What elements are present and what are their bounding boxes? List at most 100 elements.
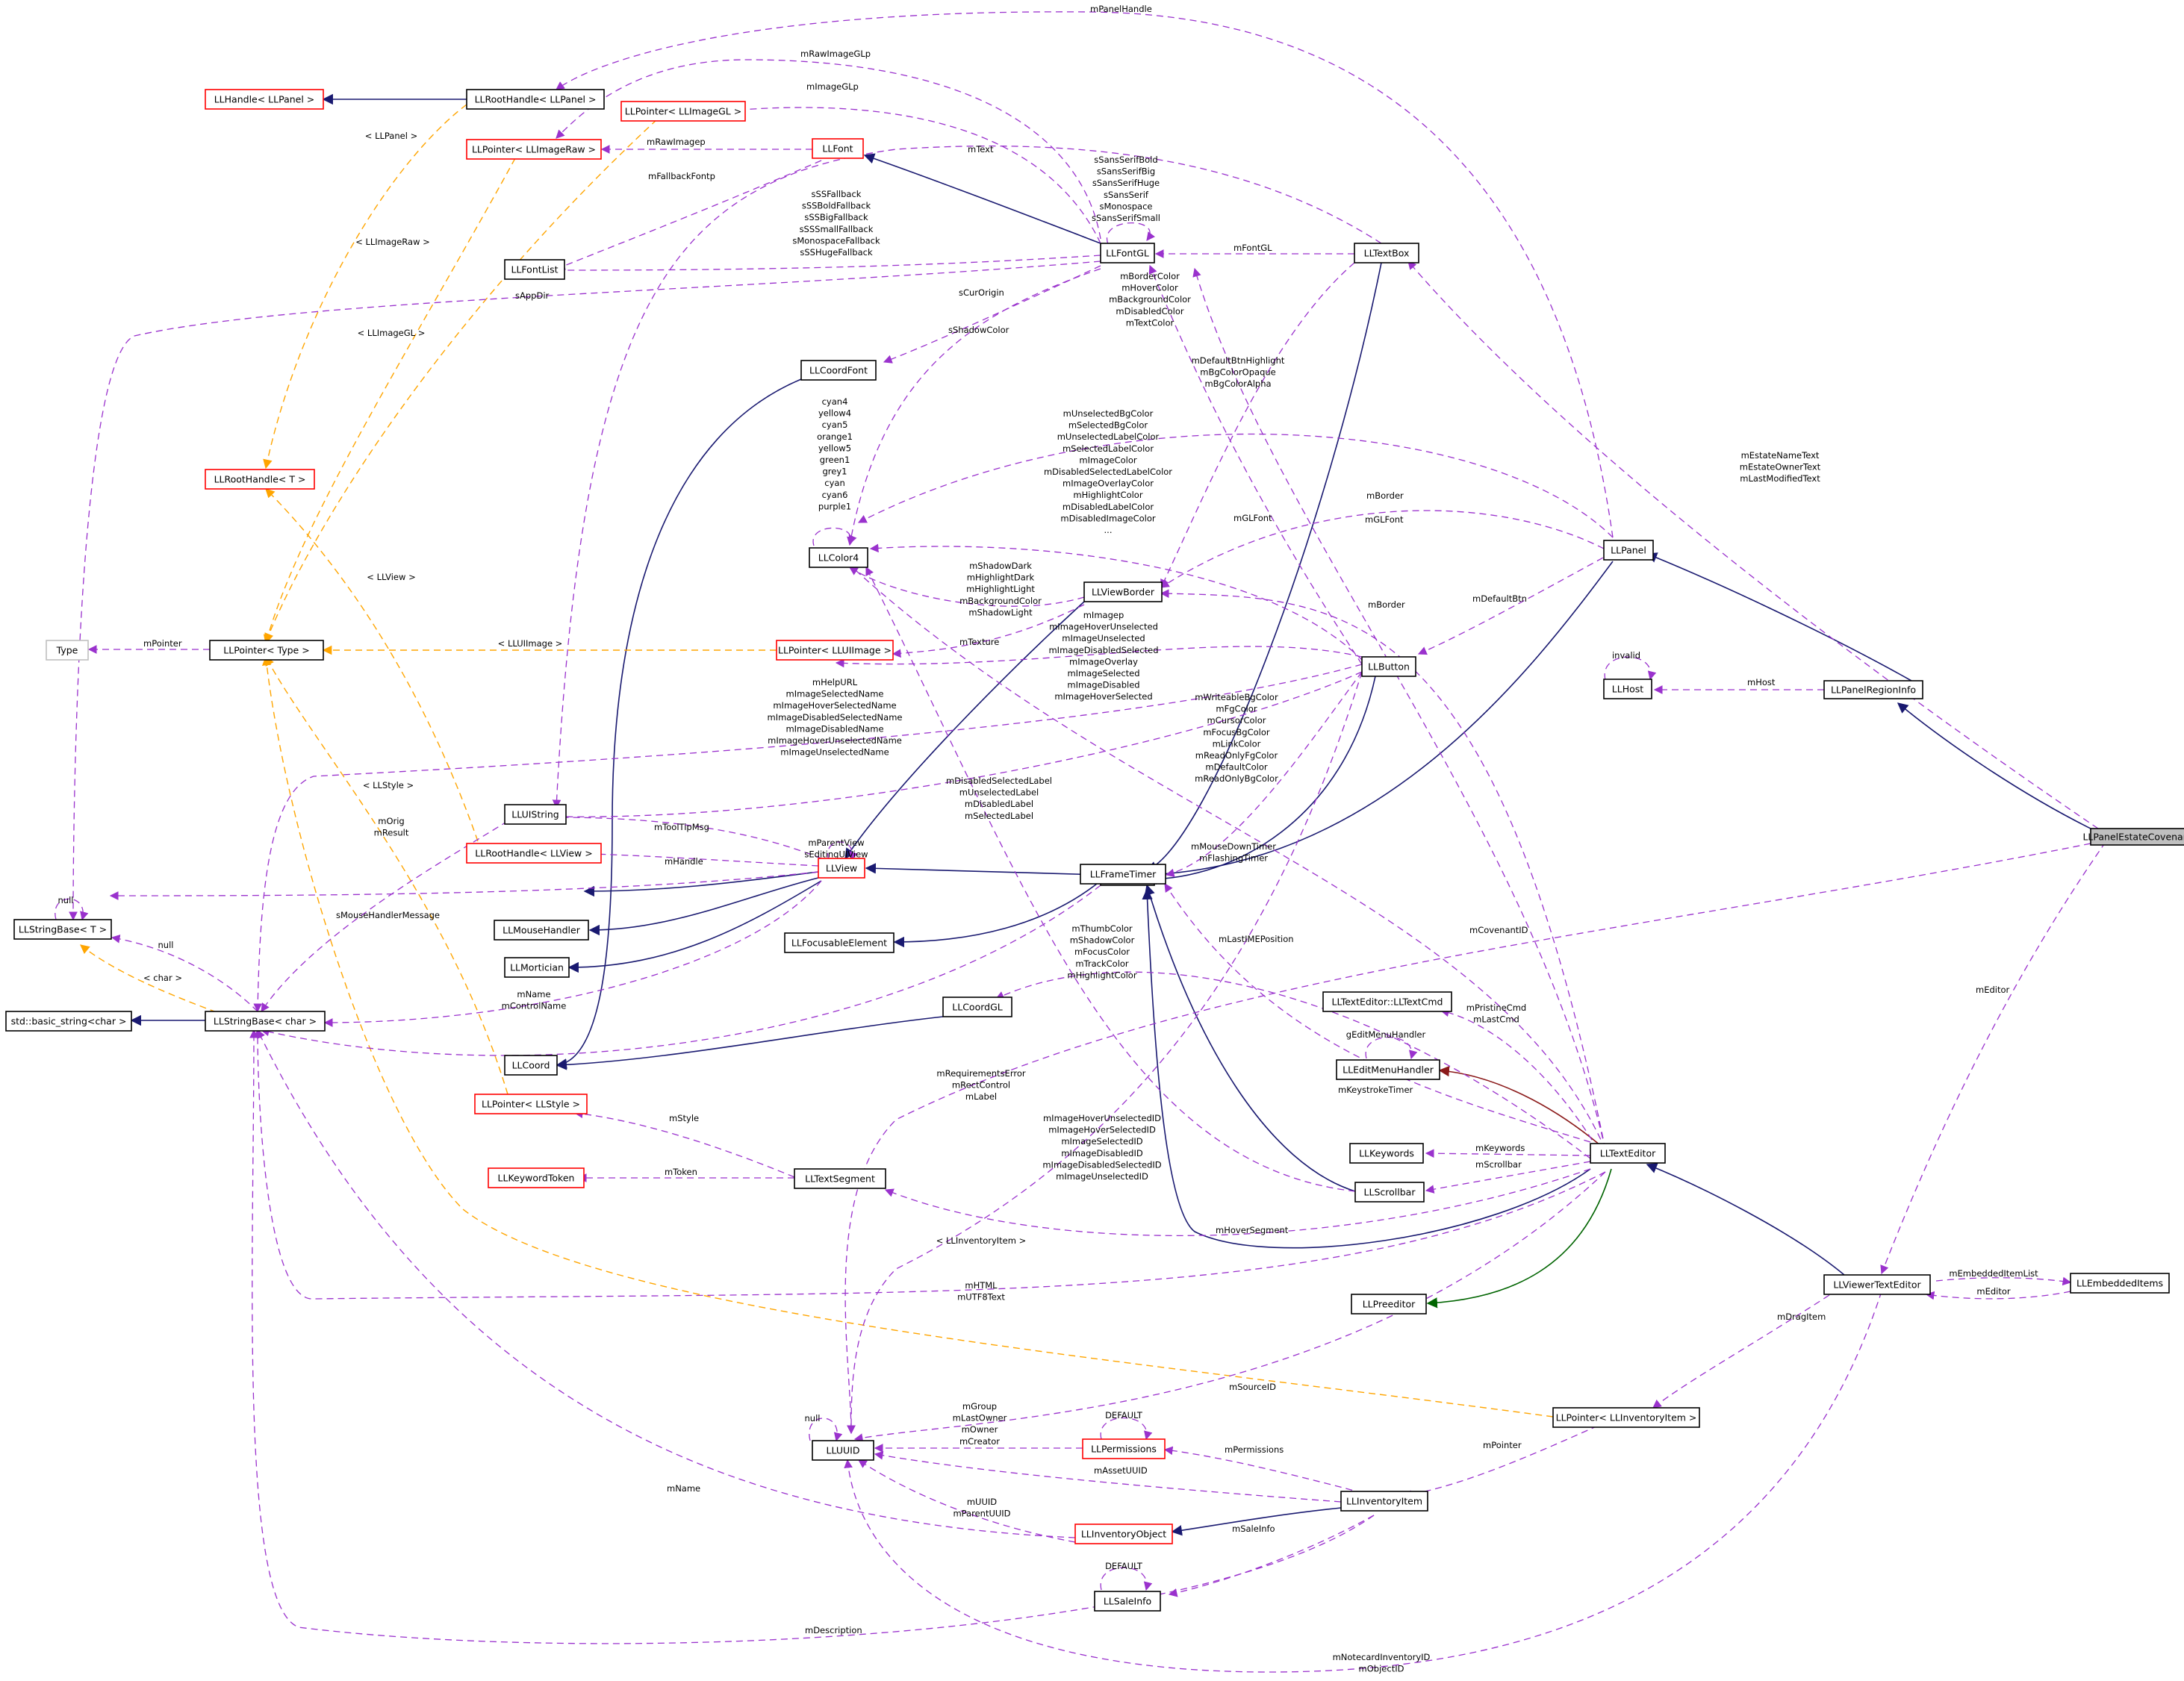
- node-llhandle-llpanel[interactable]: LLHandle< LLPanel >: [205, 89, 324, 110]
- node-llstringbase-t[interactable]: LLStringBase< T >: [13, 919, 112, 940]
- node-llstringbase-char[interactable]: LLStringBase< char >: [205, 1011, 326, 1032]
- edge-label-line: mHTML: [965, 1280, 998, 1291]
- node-llembeddeditems[interactable]: LLEmbeddedItems: [2070, 1273, 2170, 1294]
- edge-mdescription: [249, 1029, 1375, 1644]
- node-llviewborder[interactable]: LLViewBorder: [1083, 581, 1163, 602]
- node-llpanelestatecovenant[interactable]: LLPanelEstateCovenant: [2082, 828, 2184, 846]
- node-llpanelregioninfo[interactable]: LLPanelRegionInfo: [1823, 680, 1923, 699]
- node-box: [1361, 656, 1416, 677]
- node-llroothandle-llview[interactable]: LLRootHandle< LLView >: [466, 843, 602, 864]
- node-llfontlist[interactable]: LLFontList: [504, 259, 565, 280]
- node-llpanel[interactable]: LLPanel: [1603, 540, 1654, 561]
- edge-label-line: mParentView: [808, 838, 864, 848]
- node-llpointer-llstyle[interactable]: LLPointer< LLStyle >: [474, 1094, 588, 1114]
- edge-label-line: mImageOverlay: [1069, 656, 1138, 667]
- node-lleditmenuhandler[interactable]: LLEditMenuHandler: [1336, 1059, 1440, 1080]
- node-llinventoryobject[interactable]: LLInventoryObject: [1074, 1523, 1173, 1544]
- edge-label-line: < LLImageGL >: [358, 328, 426, 338]
- edge-label-line: mMouseDownTimer: [1191, 841, 1276, 852]
- node-box: [474, 1094, 588, 1114]
- node-llmortician[interactable]: LLMortician: [504, 957, 570, 978]
- node-llsaleinfo[interactable]: LLSaleInfo: [1094, 1591, 1161, 1612]
- edge-label-line: sShadowColor: [948, 325, 1009, 335]
- node-label: LLPanelEstateCovenant: [2082, 832, 2184, 843]
- node-llkeywords[interactable]: LLKeywords: [1349, 1143, 1424, 1164]
- edge-label-line: mLastModifiedText: [1740, 473, 1820, 484]
- node-label: LLTextBox: [1364, 248, 1410, 259]
- node-llcoord[interactable]: LLCoord: [504, 1055, 558, 1076]
- edge-label-line: mDragItem: [1777, 1312, 1826, 1322]
- node-label: LLTextSegment: [805, 1173, 875, 1185]
- node-box: [812, 138, 864, 159]
- node-label: LLUIString: [511, 809, 559, 820]
- node-llscrollbar[interactable]: LLScrollbar: [1354, 1182, 1425, 1203]
- node-type[interactable]: Type: [46, 640, 89, 661]
- edge-label-line: mDisabledColor: [1116, 306, 1183, 316]
- node-llpointer-lluiimage[interactable]: LLPointer< LLUIImage >: [776, 640, 894, 661]
- label-llviewt: < LLView >: [367, 572, 415, 582]
- node-box: [504, 259, 565, 280]
- node-lltextbox[interactable]: LLTextBox: [1354, 243, 1419, 263]
- edge-bordercolors: [1160, 262, 1355, 589]
- edge-label-line: mStyle: [669, 1113, 699, 1123]
- node-label: LLPermissions: [1091, 1444, 1157, 1455]
- node-box: [1354, 1182, 1425, 1203]
- node-lltextcmd[interactable]: LLTextEditor::LLTextCmd: [1322, 991, 1452, 1012]
- node-llroothandle-llpanel[interactable]: LLRootHandle< LLPanel >: [466, 89, 605, 110]
- edge-label-line: mRequirementsError: [936, 1068, 1025, 1079]
- node-llkeywordtoken[interactable]: LLKeywordToken: [488, 1167, 585, 1188]
- node-llpointer-type[interactable]: LLPointer< Type >: [209, 640, 324, 661]
- node-llfontgl[interactable]: LLFontGL: [1100, 243, 1155, 263]
- node-lltexteditor[interactable]: LLTextEditor: [1590, 1143, 1666, 1164]
- node-llpermissions[interactable]: LLPermissions: [1082, 1438, 1166, 1459]
- node-llroothandle-t[interactable]: LLRootHandle< T >: [205, 469, 315, 490]
- node-llpreeditor[interactable]: LLPreeditor: [1351, 1294, 1427, 1314]
- edge-texteditorcolors: [836, 552, 1606, 1150]
- edge-label-line: mImageOverlayColor: [1063, 478, 1154, 489]
- node-llpointer-llimagegl[interactable]: LLPointer< LLImageGL >: [620, 101, 746, 122]
- node-llbutton[interactable]: LLButton: [1361, 656, 1416, 677]
- node-lluuid[interactable]: LLUUID: [812, 1440, 874, 1461]
- edge-uictrl-to-view: [865, 863, 1101, 876]
- node-llcoordfont[interactable]: LLCoordFont: [800, 360, 877, 381]
- node-llhost[interactable]: LLHost: [1603, 679, 1652, 699]
- edge-regioninfo-to-panel: [1646, 552, 1912, 682]
- node-lluistring[interactable]: LLUIString: [504, 804, 567, 825]
- node-std-basic-string[interactable]: std::basic_string<char >: [5, 1011, 132, 1032]
- edge-timers: [1165, 671, 1363, 878]
- node-box: [1351, 1294, 1427, 1314]
- node-box: [818, 858, 865, 879]
- node-llframetimer[interactable]: LLFrameTimer: [1080, 864, 1166, 885]
- node-llpointer-llinventoryitem[interactable]: LLPointer< LLInventoryItem >: [1552, 1407, 1700, 1428]
- node-box: [466, 139, 602, 160]
- node-llfont[interactable]: LLFont: [812, 138, 864, 159]
- edge-label-line: mDisabledSelectedLabel: [946, 776, 1052, 786]
- edge-label-line: mBgColorAlpha: [1204, 378, 1271, 389]
- edge-scurorigin: [883, 265, 1101, 364]
- node-llcoordgl[interactable]: LLCoordGL: [942, 997, 1012, 1017]
- node-lltextsegment[interactable]: LLTextSegment: [794, 1168, 886, 1189]
- edge-defaultbtn: [857, 433, 1614, 538]
- edge-label-line: yellow5: [818, 443, 851, 453]
- node-llinventoryitem[interactable]: LLInventoryItem: [1340, 1491, 1428, 1512]
- node-label: LLFocusableElement: [791, 938, 887, 949]
- edge-mborder1: [1160, 510, 1605, 588]
- node-llcolor4[interactable]: LLColor4: [809, 547, 868, 568]
- edge-label-line: < LLInventoryItem >: [936, 1235, 1027, 1246]
- node-llfocusableelement[interactable]: LLFocusableElement: [784, 932, 895, 953]
- edge-label-line: mImageGLp: [806, 81, 859, 92]
- node-llmousehandler[interactable]: LLMouseHandler: [494, 920, 589, 941]
- edge-view-to-stringbaset: [583, 871, 819, 897]
- edge-label-line: sMonospace: [1099, 201, 1152, 211]
- edge-label-line: mImageDisabledSelectedName: [768, 712, 903, 723]
- node-llview[interactable]: LLView: [818, 858, 865, 879]
- edge-label-line: mPanelHandle: [1090, 4, 1152, 14]
- edge-label-line: sSansSerifBold: [1094, 155, 1157, 165]
- node-box: [1083, 581, 1163, 602]
- node-llviewertexteditor[interactable]: LLViewerTextEditor: [1823, 1274, 1931, 1295]
- node-label: LLFontList: [511, 264, 559, 275]
- node-llpointer-llimageraw[interactable]: LLPointer< LLImageRaw >: [466, 139, 602, 160]
